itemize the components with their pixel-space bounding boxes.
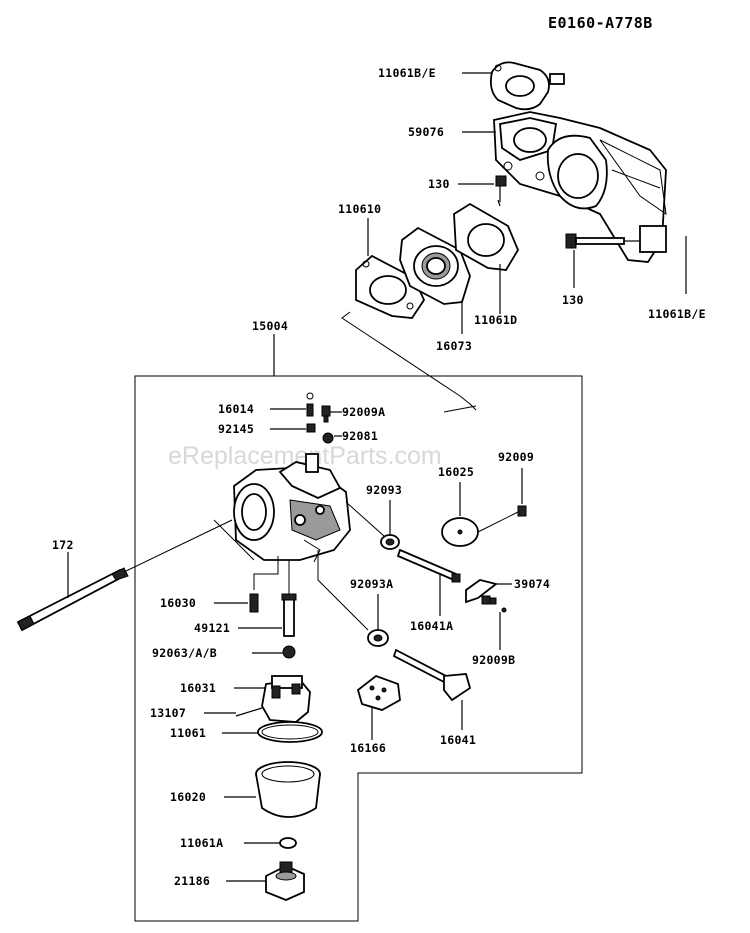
- label-16166: 16166: [350, 741, 386, 755]
- label-11061d: 11061D: [474, 313, 517, 327]
- label-59076: 59076: [408, 125, 444, 139]
- main-jet-92063-a-b: [282, 645, 296, 659]
- throttle-shaft-16041a: [396, 548, 461, 583]
- label-15004: 15004: [252, 319, 288, 333]
- choke-valve-16166: [356, 674, 401, 711]
- label-92009a: 92009A: [342, 405, 385, 419]
- label-16025: 16025: [438, 465, 474, 479]
- float-16031: [261, 675, 311, 723]
- label-16041: 16041: [440, 733, 476, 747]
- lever-39074: [465, 579, 499, 604]
- bolt-130-top: [495, 175, 507, 207]
- assembly-boundary: [134, 375, 583, 922]
- pilot-jet-16030: [249, 593, 259, 613]
- label-92009b: 92009B: [472, 653, 515, 667]
- label-11061: 11061: [170, 726, 206, 740]
- label-13107: 13107: [150, 706, 186, 720]
- label-49121: 49121: [194, 621, 230, 635]
- screw-92009: [517, 505, 527, 517]
- label-21186: 21186: [174, 874, 210, 888]
- bolt-130-bottom: [565, 233, 640, 249]
- shaft-172: [16, 567, 129, 632]
- washer-92145: [306, 423, 316, 433]
- label-92063-a-b: 92063/A/B: [152, 646, 217, 660]
- label-16031: 16031: [180, 681, 216, 695]
- label-16041a: 16041A: [410, 619, 453, 633]
- float-bowl-16020: [255, 761, 321, 818]
- label-16030: 16030: [160, 596, 196, 610]
- jet-16014: [306, 392, 314, 417]
- label-172: 172: [52, 538, 74, 552]
- solenoid-21186: [265, 861, 305, 901]
- bushing-92093a: [367, 629, 389, 647]
- o-ring-11061: [257, 721, 323, 743]
- choke-shaft-16041: [392, 648, 472, 702]
- label-16014: 16014: [218, 402, 254, 416]
- label-92145: 92145: [218, 422, 254, 436]
- label-92009: 92009: [498, 450, 534, 464]
- gasket-11061d: [453, 202, 520, 271]
- intake-manifold-59076: [493, 111, 667, 263]
- label-11061a: 11061A: [180, 836, 223, 850]
- carburetor-body: [233, 453, 351, 563]
- label-130-bottom: 130: [562, 293, 584, 307]
- gasket-11061a: [279, 837, 297, 849]
- screw-92009a: [321, 405, 331, 423]
- diagram-code: E0160-A778B: [548, 14, 653, 32]
- label-39074: 39074: [514, 577, 550, 591]
- bushing-92093: [380, 534, 400, 550]
- gasket-110610: [355, 254, 426, 319]
- label-11061b-e-right: 11061B/E: [648, 307, 706, 321]
- label-130-top: 130: [428, 177, 450, 191]
- label-16073: 16073: [436, 339, 472, 353]
- label-16020: 16020: [170, 790, 206, 804]
- label-11061b-e-top: 11061B/E: [378, 66, 436, 80]
- label-92093: 92093: [366, 483, 402, 497]
- screw-92009b: [481, 595, 507, 613]
- main-nozzle-49121: [281, 593, 297, 637]
- label-110610: 110610: [338, 202, 381, 216]
- throttle-valve-16025: [441, 517, 479, 547]
- gasket-11061b-e-top: [489, 61, 565, 111]
- spring-92081: [322, 432, 334, 444]
- pin-13107: [235, 707, 263, 717]
- label-92093a: 92093A: [350, 577, 393, 591]
- label-92081: 92081: [342, 429, 378, 443]
